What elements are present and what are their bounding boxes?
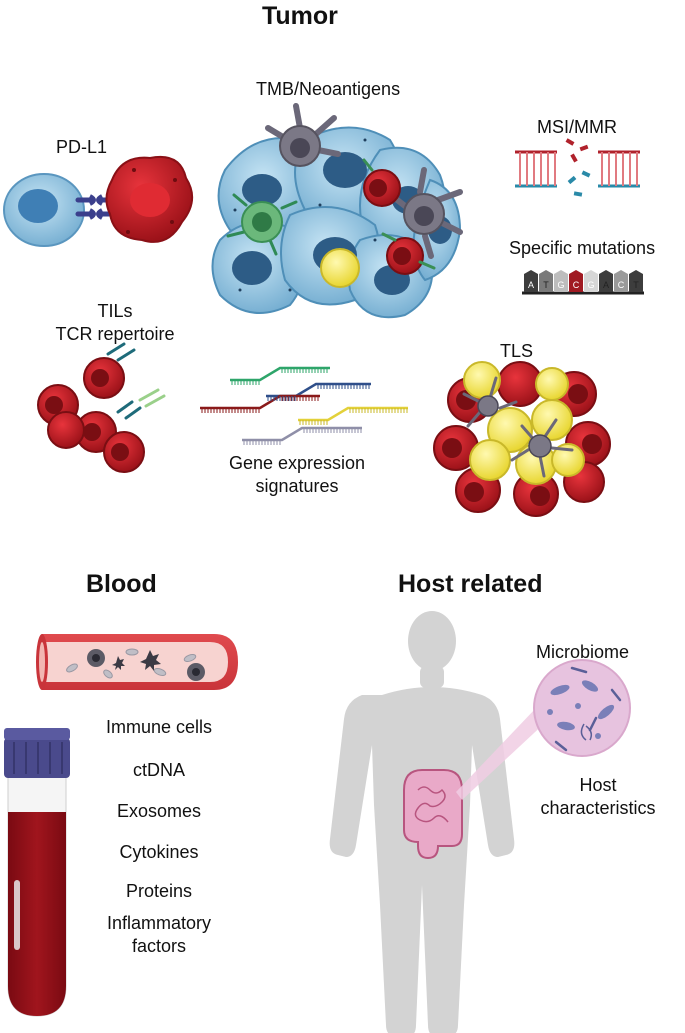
- blood-item-inflammatory: Inflammatory factors: [74, 912, 244, 958]
- section-title-blood: Blood: [86, 570, 157, 598]
- tils-illustration: [37, 342, 166, 473]
- label-tmb: TMB/Neoantigens: [256, 79, 401, 99]
- label-specific-mutations: Specific mutations: [509, 238, 656, 258]
- dna-base: T: [629, 270, 643, 292]
- dna-base: C: [569, 270, 583, 292]
- label-msi: MSI/MMR: [537, 117, 617, 137]
- label-tils-line1: TILs: [97, 301, 133, 321]
- blood-item-inflammatory-line2: factors: [131, 936, 187, 956]
- dna-base: G: [554, 270, 568, 292]
- dna-base-letter: C: [573, 280, 580, 290]
- blood-item-1: ctDNA: [132, 760, 185, 780]
- pdl1-illustration: [3, 156, 193, 247]
- tumor-cell-cluster: [211, 103, 463, 319]
- dna-base-letter: A: [603, 280, 609, 290]
- blood-item-0: Immune cells: [105, 717, 213, 737]
- blood-item-2: Exosomes: [116, 801, 202, 821]
- label-tils-line2: TCR repertoire: [55, 324, 175, 344]
- label-tls: TLS: [500, 341, 534, 361]
- dna-base: T: [539, 270, 553, 292]
- label-microbiome: Microbiome: [536, 642, 630, 662]
- blood-item-4: Proteins: [125, 881, 193, 901]
- section-title-tumor: Tumor: [262, 2, 338, 30]
- label-tils: TILs TCR repertoire: [40, 300, 190, 346]
- blood-item-3: Cytokines: [119, 842, 199, 862]
- zoom-connector: [456, 708, 548, 800]
- msi-dna-illustration: [515, 138, 640, 197]
- dna-base: A: [524, 270, 538, 292]
- blood-item-inflammatory-line1: Inflammatory: [106, 913, 212, 933]
- section-title-host: Host related: [398, 570, 543, 598]
- dna-base: G: [584, 270, 598, 292]
- label-pdl1: PD-L1: [56, 137, 108, 157]
- dna-base-letter: T: [633, 280, 639, 290]
- dna-base-letter: A: [528, 280, 534, 290]
- label-gene-expression: Gene expression signatures: [207, 452, 387, 498]
- label-gene-line2: signatures: [255, 476, 339, 496]
- label-host-characteristics: Host characteristics: [528, 774, 668, 820]
- dna-base-letter: C: [618, 280, 625, 290]
- blood-vessel: [36, 634, 238, 690]
- dna-base: A: [599, 270, 613, 292]
- dna-base-letter: G: [587, 280, 594, 290]
- tls-illustration: [433, 361, 611, 517]
- label-host-line2: characteristics: [540, 798, 656, 818]
- dna-base-letter: G: [557, 280, 564, 290]
- dna-base: C: [614, 270, 628, 292]
- dna-base-letter: T: [543, 280, 549, 290]
- human-silhouette: [329, 611, 515, 1033]
- intestine-icon: [403, 769, 463, 860]
- blood-tube: [4, 728, 70, 1017]
- label-host-line1: Host: [579, 775, 617, 795]
- label-gene-line1: Gene expression: [228, 453, 366, 473]
- gene-expression-strands: [200, 366, 408, 445]
- microbiome-icon: [533, 659, 631, 757]
